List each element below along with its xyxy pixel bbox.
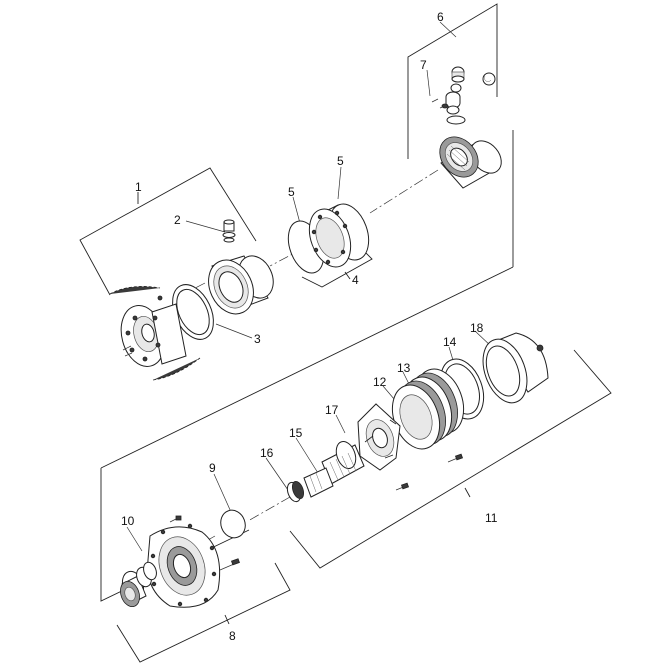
callout-18: 18 (470, 321, 484, 335)
callout-6: 6 (437, 10, 444, 24)
callout-5a: 5 (288, 185, 295, 199)
ring-bolt-holes (311, 210, 348, 265)
ring-with-shims (287, 203, 370, 274)
seal-and-oring (220, 480, 305, 539)
callout-3: 3 (254, 332, 261, 346)
hub-housing-parts (109, 219, 274, 381)
flange-bolt-holes (125, 315, 161, 362)
callout-8: 8 (229, 629, 236, 643)
callout-1: 1 (135, 180, 142, 194)
callout-14: 14 (443, 335, 457, 349)
spindle-flange-parts (120, 515, 240, 608)
callout-labels: 6 7 1 2 5 5 4 3 18 14 13 12 17 15 16 9 1… (121, 10, 498, 643)
bearing-kit-parts (431, 66, 502, 189)
callout-9: 9 (209, 461, 216, 475)
callout-13: 13 (397, 361, 411, 375)
callout-10: 10 (121, 514, 135, 528)
callout-15: 15 (289, 426, 303, 440)
callout-7: 7 (420, 58, 427, 72)
callout-2: 2 (174, 213, 181, 227)
brake-pack-parts (303, 332, 549, 498)
leader-lines (126, 21, 494, 552)
callout-5b: 5 (337, 154, 344, 168)
callout-11: 11 (485, 511, 498, 525)
callout-12: 12 (373, 375, 387, 389)
spindle-flange-holes (150, 523, 217, 607)
callout-16: 16 (260, 446, 274, 460)
callout-17: 17 (325, 403, 339, 417)
callout-4: 4 (352, 273, 359, 287)
